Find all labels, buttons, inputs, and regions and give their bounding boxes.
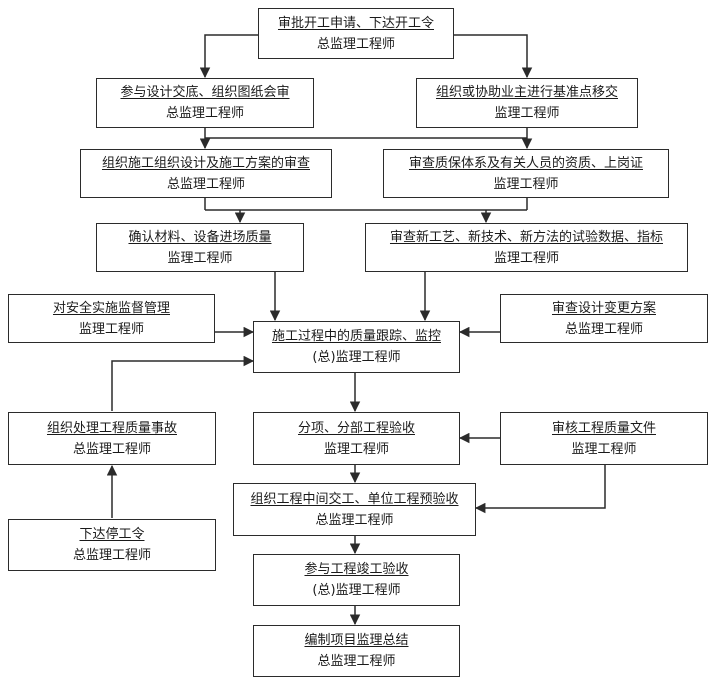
node-docs-title: 审核工程质量文件 xyxy=(551,420,656,436)
node-stop: 下达停工令 总监理工程师 xyxy=(8,519,216,571)
node-materials: 确认材料、设备进场质量 监理工程师 xyxy=(96,223,304,272)
node-construction-plan-title: 组织施工组织设计及施工方案的审查 xyxy=(101,155,310,171)
node-sub-accept-title: 分项、分部工程验收 xyxy=(297,420,415,436)
node-summary-title: 编制项目监理总结 xyxy=(304,633,409,648)
node-process-role: (总)监理工程师 xyxy=(312,350,401,365)
node-qa-system-role: 监理工程师 xyxy=(493,176,559,192)
node-handover-title: 组织工程中间交工、单位工程预验收 xyxy=(250,491,459,507)
node-handover: 组织工程中间交工、单位工程预验收 总监理工程师 xyxy=(233,483,476,536)
node-handover-role: 总监理工程师 xyxy=(315,512,394,528)
edge-merge-row3 xyxy=(204,198,528,211)
node-qa-system-title: 审查质保体系及有关人员的资质、上岗证 xyxy=(408,155,643,171)
node-final-accept-title: 参与工程竣工验收 xyxy=(304,562,409,577)
node-materials-title: 确认材料、设备进场质量 xyxy=(128,229,272,245)
node-safety-title: 对安全实施监督管理 xyxy=(52,300,170,316)
node-approve-title: 审批开工申请、下达开工令 xyxy=(277,15,434,31)
edge-approve-benchmark xyxy=(454,34,533,79)
node-qa-system: 审查质保体系及有关人员的资质、上岗证 监理工程师 xyxy=(383,149,669,198)
edge-merge-row2 xyxy=(204,128,528,139)
node-summary: 编制项目监理总结 总监理工程师 xyxy=(253,625,460,677)
node-design-change-title: 审查设计变更方案 xyxy=(551,300,656,316)
node-summary-role: 总监理工程师 xyxy=(317,654,396,669)
node-new-tech: 审查新工艺、新技术、新方法的试验数据、指标 监理工程师 xyxy=(365,223,688,272)
node-benchmark-title: 组织或协助业主进行基准点移交 xyxy=(435,85,618,100)
node-accident-title: 组织处理工程质量事故 xyxy=(46,420,177,436)
node-stop-role: 总监理工程师 xyxy=(72,548,151,563)
node-stop-title: 下达停工令 xyxy=(79,527,145,542)
node-materials-role: 监理工程师 xyxy=(167,250,233,266)
node-approve: 审批开工申请、下达开工令 总监理工程师 xyxy=(258,8,454,59)
node-sub-accept: 分项、分部工程验收 监理工程师 xyxy=(253,412,460,465)
node-design-change: 审查设计变更方案 总监理工程师 xyxy=(500,294,708,343)
node-design-review: 参与设计交底、组织图纸会审 总监理工程师 xyxy=(96,78,314,128)
node-process: 施工过程中的质量跟踪、监控 (总)监理工程师 xyxy=(253,321,460,373)
node-new-tech-title: 审查新工艺、新技术、新方法的试验数据、指标 xyxy=(389,229,663,245)
node-approve-role: 总监理工程师 xyxy=(316,36,395,52)
node-accident: 组织处理工程质量事故 总监理工程师 xyxy=(8,412,216,465)
node-docs: 审核工程质量文件 监理工程师 xyxy=(500,412,708,465)
node-construction-plan-role: 总监理工程师 xyxy=(166,176,245,192)
node-process-title: 施工过程中的质量跟踪、监控 xyxy=(271,329,441,344)
node-safety-role: 监理工程师 xyxy=(78,321,144,337)
node-safety: 对安全实施监督管理 监理工程师 xyxy=(8,294,215,343)
node-accident-role: 总监理工程师 xyxy=(72,441,151,457)
node-final-accept: 参与工程竣工验收 (总)监理工程师 xyxy=(253,554,460,606)
node-sub-accept-role: 监理工程师 xyxy=(323,441,389,457)
node-construction-plan: 组织施工组织设计及施工方案的审查 总监理工程师 xyxy=(80,149,332,198)
node-design-review-title: 参与设计交底、组织图纸会审 xyxy=(120,85,290,100)
node-benchmark-role: 监理工程师 xyxy=(494,106,560,121)
node-docs-role: 监理工程师 xyxy=(571,441,637,457)
node-design-review-role: 总监理工程师 xyxy=(165,106,244,121)
edge-accident-process xyxy=(111,355,255,411)
node-new-tech-role: 监理工程师 xyxy=(493,250,559,266)
edge-docs-handover xyxy=(474,465,606,514)
node-design-change-role: 总监理工程师 xyxy=(564,321,643,337)
node-final-accept-role: (总)监理工程师 xyxy=(312,583,401,598)
node-benchmark: 组织或协助业主进行基准点移交 监理工程师 xyxy=(416,78,638,128)
edge-approve-design-review xyxy=(199,34,258,79)
